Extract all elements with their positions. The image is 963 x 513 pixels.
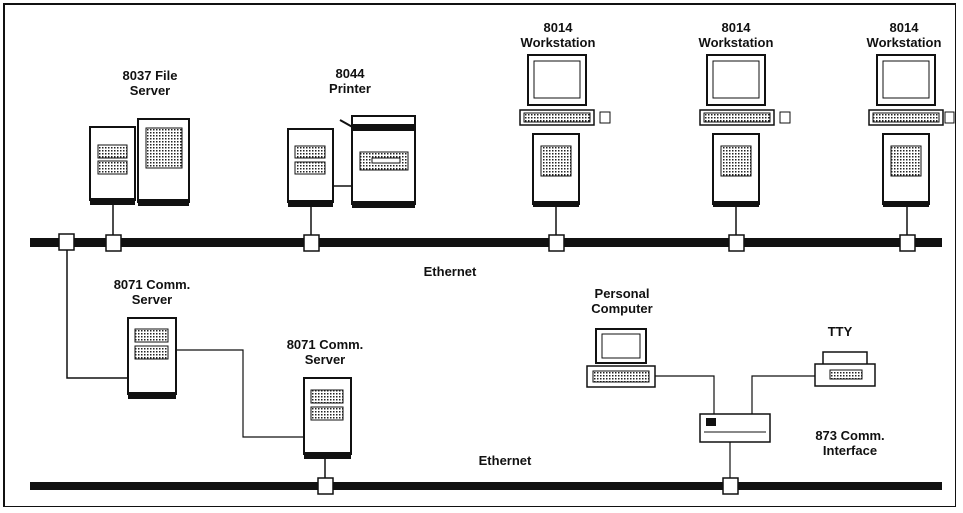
ethernet-bottom-label: Ethernet	[478, 453, 532, 468]
ethernet-top-bus	[30, 238, 942, 247]
comm-server-2-icon	[303, 377, 352, 459]
workstation-2-icon	[699, 54, 791, 207]
comm-interface-label: 873 Comm.Interface	[815, 428, 885, 458]
comm-server-1-icon	[127, 317, 177, 399]
bottom-transceivers	[317, 477, 739, 495]
diagram-frame	[3, 3, 956, 507]
tty-icon	[814, 351, 876, 387]
top-stems	[112, 204, 908, 235]
comm-server-2-label: 8071 Comm.Server	[286, 337, 364, 367]
workstation-3-icon	[868, 54, 955, 207]
tty-label: TTY	[827, 324, 853, 339]
workstation-1-icon	[519, 54, 611, 207]
printer-icon	[287, 115, 416, 208]
ethernet-top-label: Ethernet	[423, 264, 477, 279]
comm-server-1-label: 8071 Comm.Server	[113, 277, 191, 307]
ethernet-bottom-bus	[30, 482, 942, 490]
comm-link-servers	[176, 349, 304, 438]
comm-interface-links	[655, 375, 815, 478]
comm-interface-icon	[699, 413, 771, 443]
personal-computer-icon	[586, 328, 656, 388]
file-server-icon	[89, 118, 190, 206]
comm-server-1-link	[66, 242, 128, 379]
